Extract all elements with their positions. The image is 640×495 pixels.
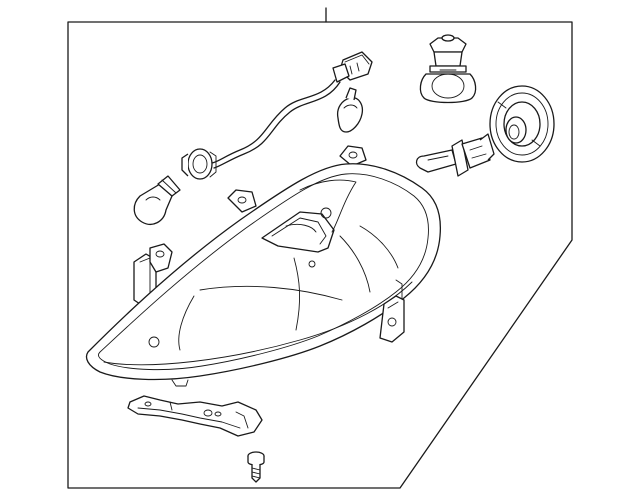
mounting-bracket[interactable] (127, 395, 263, 437)
side-marker-bulb[interactable] (336, 87, 364, 133)
wiring-harness[interactable] (181, 51, 373, 180)
diagram-frame (67, 21, 573, 489)
halogen-bulb-lower[interactable] (415, 133, 495, 177)
turn-signal-bulb[interactable] (133, 175, 181, 225)
halogen-bulb-upper[interactable] (419, 34, 477, 104)
headlamp-assembly[interactable] (85, 145, 442, 387)
mounting-screw[interactable] (247, 451, 265, 483)
bulb-cover-cap[interactable] (489, 85, 555, 163)
